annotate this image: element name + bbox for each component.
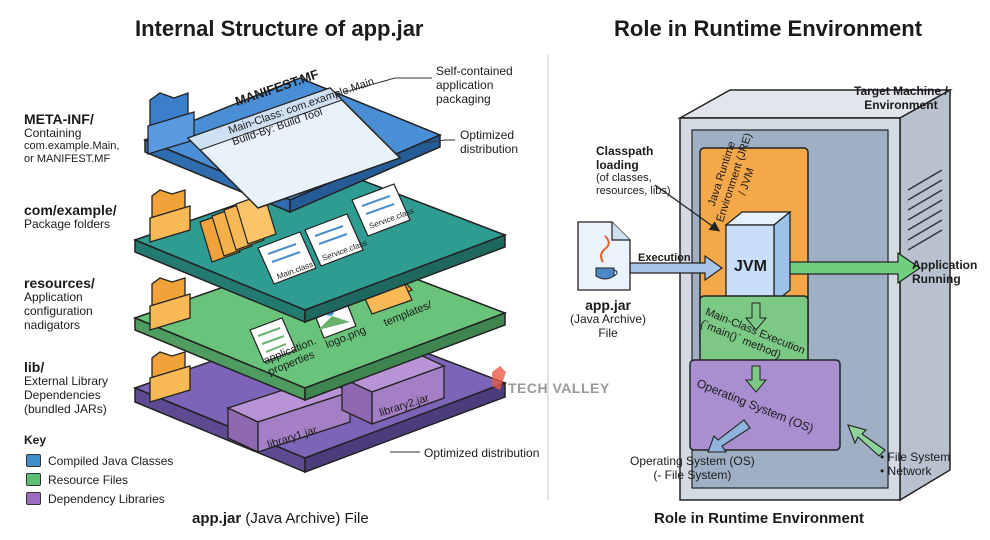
document-icon: [249, 317, 297, 363]
class-file-service-2: [351, 183, 411, 237]
fs-network-label: • File System • Network: [880, 450, 951, 478]
java-file-icon: [577, 221, 631, 291]
meta-inf-layer: [143, 77, 442, 214]
key-title: Key: [24, 433, 47, 447]
package-folder-icon: [149, 189, 191, 243]
target-machine-label: Target Machine / Environment: [854, 84, 948, 112]
meta-folder-icon: [147, 92, 195, 155]
jvm-label: JVM: [734, 258, 767, 275]
key-item-label: Dependency Libraries: [48, 492, 165, 506]
packaging-callout: Self-contained application packaging: [436, 64, 513, 106]
meta-inf-label: META-INF/ Containing com.example.Main, o…: [24, 111, 120, 165]
watermark-logo: [492, 366, 506, 390]
com-example-label: com/example/ Package folders: [24, 202, 117, 231]
jar-library2: [340, 351, 446, 426]
application-running-arrow: [789, 251, 922, 285]
lib-folder-icon: [149, 351, 191, 403]
com-example-layer: [132, 169, 508, 324]
left-title: Internal Structure of app.jar: [135, 16, 424, 41]
application-running-label: Application Running: [912, 258, 978, 286]
resources-label: resources/ Application configuration nad…: [24, 275, 95, 332]
server-cabinet: [677, 88, 953, 502]
right-title: Role in Runtime Environment: [614, 16, 923, 41]
manifest-sheet: [186, 87, 402, 209]
os-block: [689, 359, 841, 451]
class-file-service-1: [304, 213, 364, 267]
jar-library1: [226, 377, 352, 454]
jvm-cube: [724, 210, 792, 305]
key-item-label: Compiled Java Classes: [48, 454, 174, 468]
os-outside-label: Operating System (OS) (- File System): [630, 454, 755, 482]
lib-label: lib/ External Library Dependencies (bund…: [24, 359, 109, 416]
stacked-folders-icon: [199, 193, 277, 263]
class-file-main: [257, 231, 317, 285]
key-swatch-libraries: [26, 492, 41, 505]
resources-folder-icon: [149, 277, 191, 331]
resources-layer: [132, 247, 508, 402]
distribution-callout-top: Optimized distribution: [460, 128, 519, 156]
key-item-label: Resource Files: [48, 473, 129, 487]
classpath-label: Classpath loading (of classes, resources…: [596, 144, 671, 197]
right-footer: Role in Runtime Environment: [654, 510, 865, 527]
callout-lines: [344, 77, 455, 453]
execution-label: Execution: [638, 252, 691, 264]
distribution-callout-bottom: Optimized distribution: [424, 446, 540, 460]
arrows: [629, 184, 922, 457]
app-jar-label: app.jar (Java Archive) File: [570, 297, 647, 340]
key-swatch-classes: [26, 454, 41, 467]
left-footer: app.jar (Java Archive) File: [192, 510, 369, 527]
watermark-text: TECH VALLEY: [508, 380, 610, 396]
key-swatch-resources: [26, 473, 41, 486]
